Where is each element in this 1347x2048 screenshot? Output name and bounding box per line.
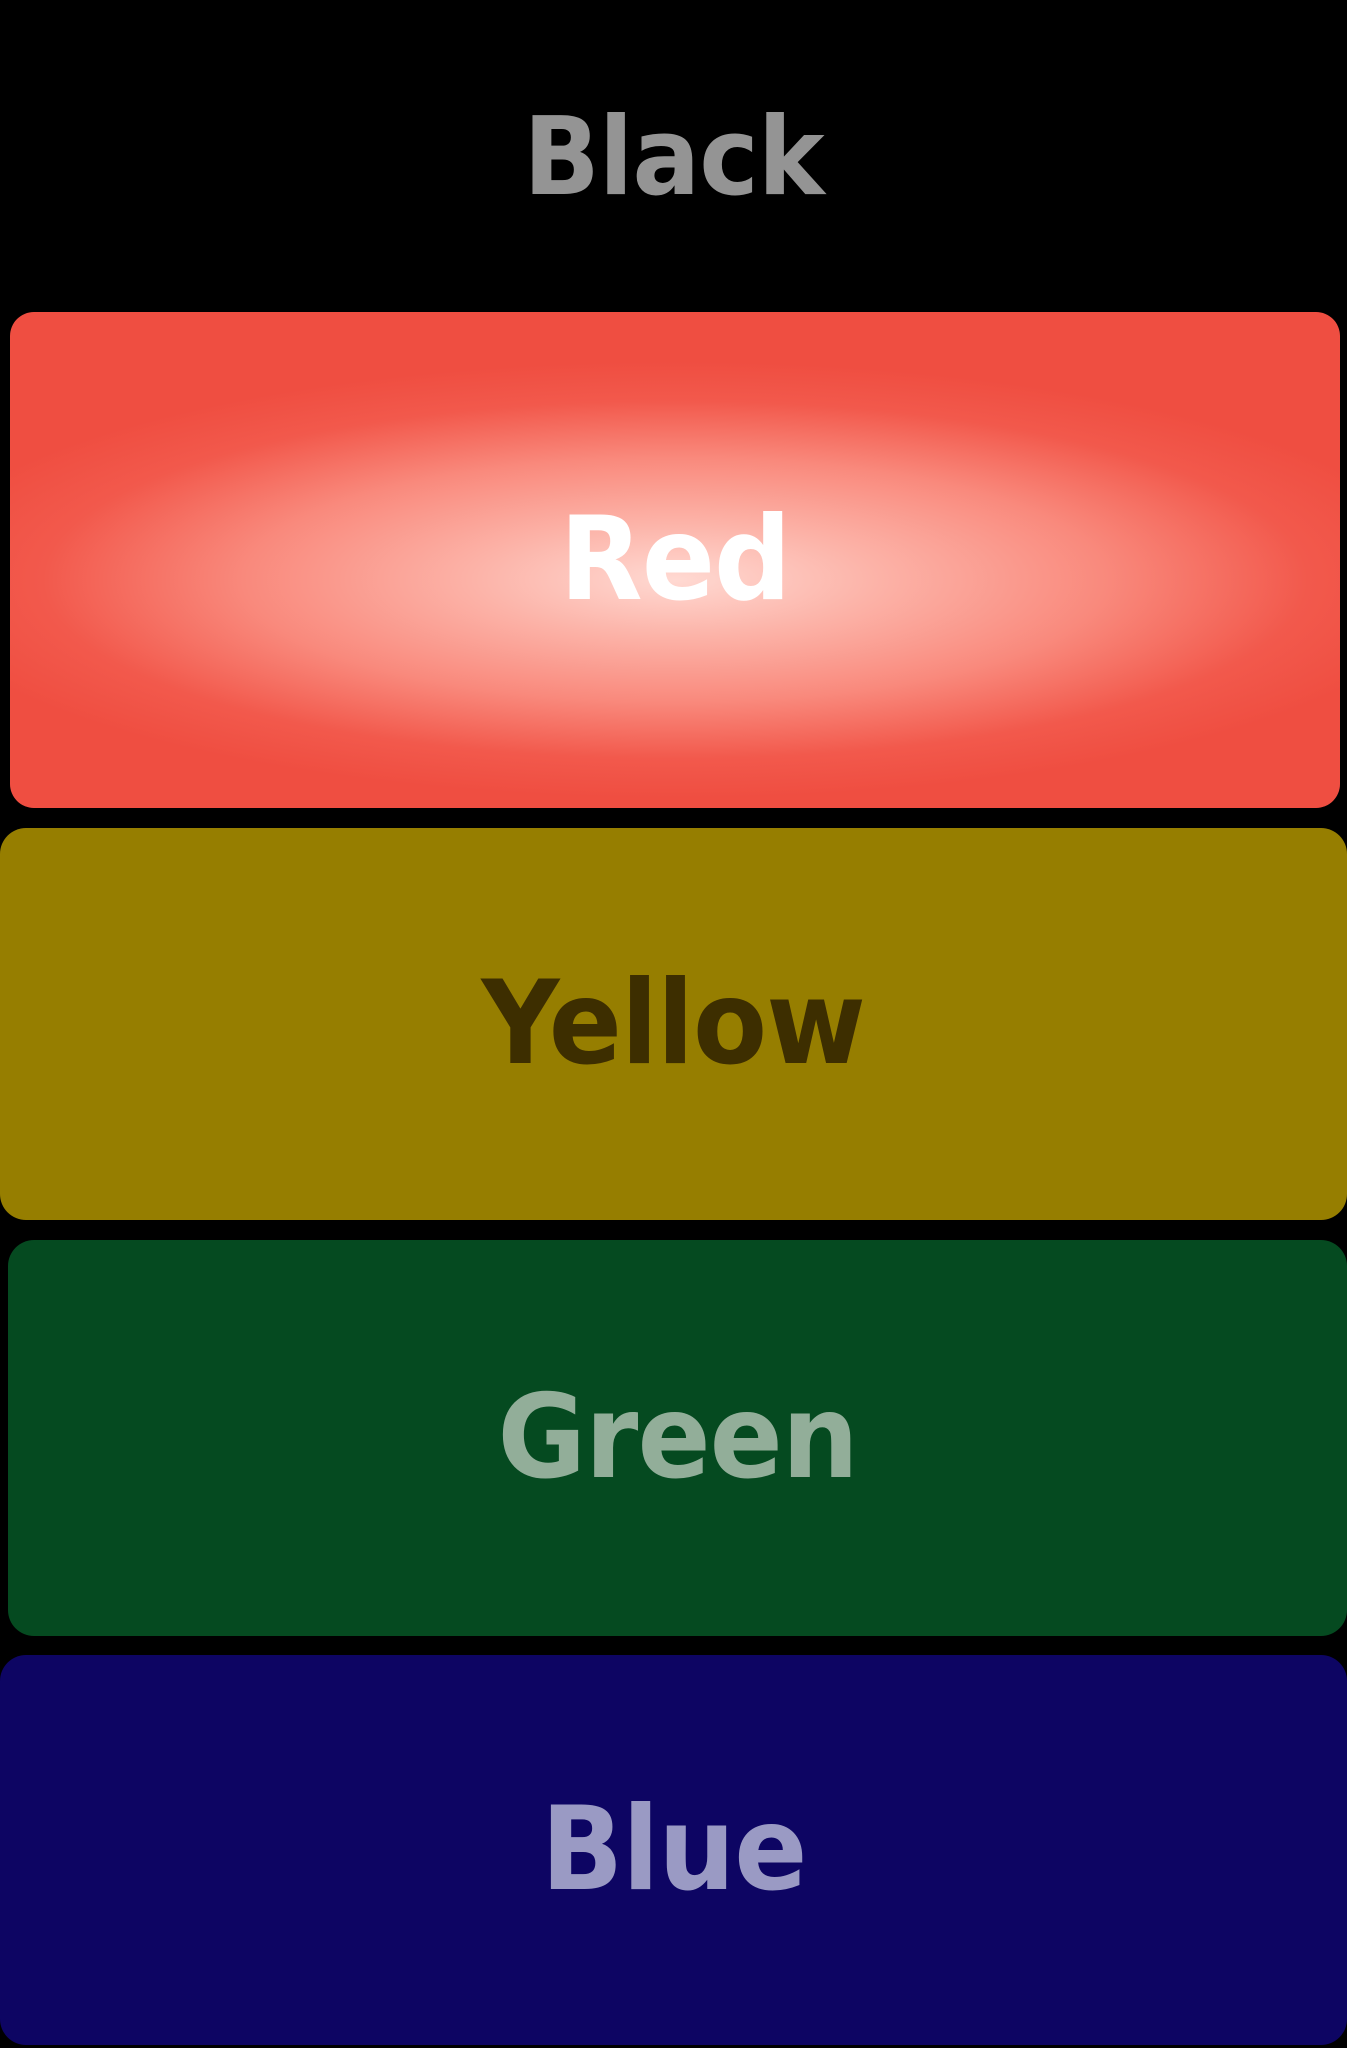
- color-card-blue[interactable]: Blue: [0, 1655, 1347, 2045]
- color-card-green[interactable]: Green: [8, 1240, 1347, 1636]
- color-card-red-label: Red: [559, 492, 792, 627]
- color-card-yellow-label: Yellow: [481, 956, 866, 1091]
- color-card-blue-label: Blue: [540, 1782, 807, 1917]
- color-card-yellow[interactable]: Yellow: [0, 828, 1347, 1220]
- color-card-green-label: Green: [497, 1370, 858, 1505]
- color-card-black[interactable]: Black: [0, 58, 1347, 258]
- color-card-red[interactable]: Red: [10, 312, 1340, 808]
- color-card-black-label: Black: [523, 95, 824, 220]
